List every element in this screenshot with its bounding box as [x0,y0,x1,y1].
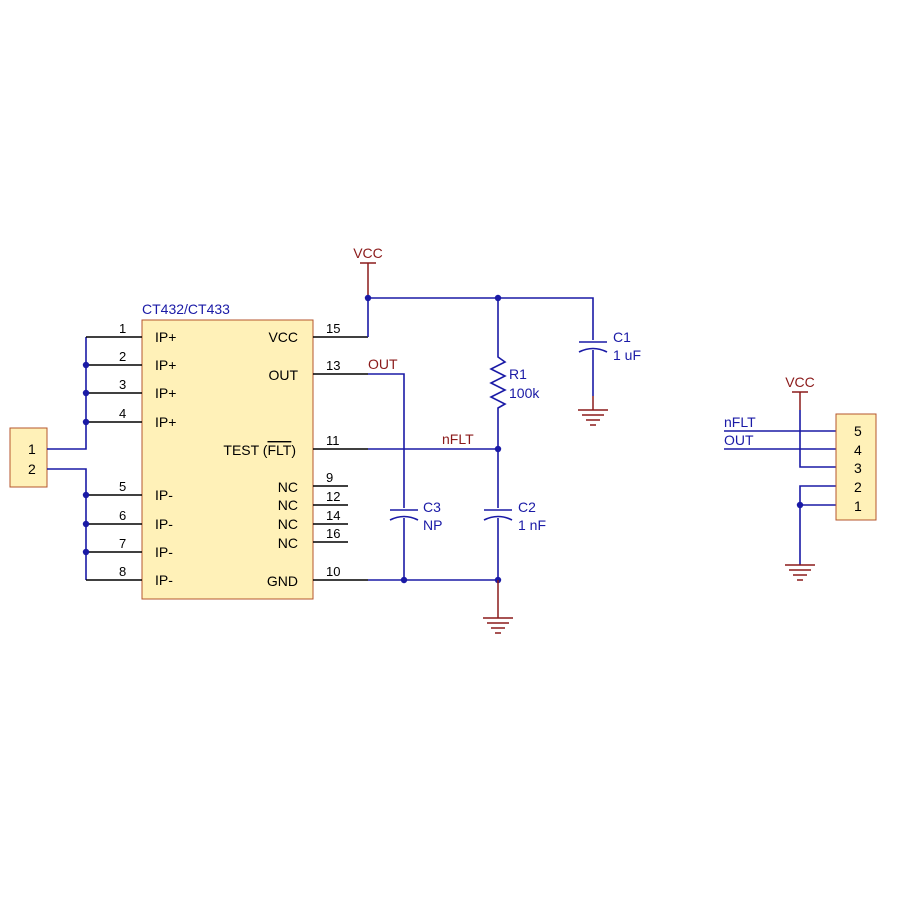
pin-number: 9 [326,470,333,485]
junction-dot [82,491,90,499]
r1-value: 100k [509,385,540,401]
c2-ref: C2 [518,499,536,515]
input-connector-pin-2: 2 [28,461,36,477]
pin-name: IP- [155,572,173,588]
pin-name: OUT [268,367,298,383]
ic-title: CT432/CT433 [142,301,230,317]
ip-minus-bus-wire [47,468,87,580]
pin-number: 2 [119,349,126,364]
ip-plus-bus-wire [47,337,87,450]
input-connector-body [9,427,48,488]
junction-dot [796,501,804,509]
header-gnd-wire [799,485,836,565]
input-connector: 1 2 [9,427,48,488]
pin-name: NC [278,535,298,551]
pin-number: 4 [119,406,126,421]
header-pin-5: 5 [854,423,862,439]
junction-dot [82,548,90,556]
junction-dot [82,361,90,369]
pin-number: 11 [326,433,340,448]
resistor-r1: R1 100k [489,352,540,449]
pin-name: NC [278,497,298,513]
pin-number: 16 [326,526,340,541]
c3-ref: C3 [423,499,441,515]
r1-ref: R1 [509,366,527,382]
pin-number: 12 [326,489,340,504]
junction-dot [82,520,90,528]
junction-dot [82,418,90,426]
pin-number: 7 [119,536,126,551]
pin-number: 14 [326,508,340,523]
pin-name: VCC [268,329,298,345]
header-pin-3: 3 [854,460,862,476]
header-pin-4: 4 [854,442,862,458]
ground-symbol-c1 [578,396,608,426]
vcc-wire [367,297,594,340]
c1-value: 1 uF [613,347,641,363]
pin-name: IP- [155,487,173,503]
header-pin-2: 2 [854,479,862,495]
junction-dot [494,294,502,302]
pin-name: NC [278,479,298,495]
ic-body [141,319,314,600]
capacitor-c2: C2 1 nF [483,449,546,580]
pin-name: GND [267,573,298,589]
input-connector-pin-1: 1 [28,441,36,457]
pin-name: IP+ [155,414,176,430]
pin-name: NC [278,516,298,532]
header-nflt-label: nFLT [724,414,756,430]
output-header-connector: 5 4 3 2 1 [835,413,877,521]
ic-left-pins: 1 2 3 4 5 6 7 8 IP+ IP+ IP+ IP+ IP- IP- … [82,321,176,588]
pin-name: IP+ [155,357,176,373]
ic-right-pins: 15 13 11 9 12 14 16 10 VCC OUT TEST (FLT… [223,321,368,589]
capacitor-c1: C1 1 uF [578,329,641,396]
pin-number: 15 [326,321,340,336]
pin-name: IP+ [155,329,176,345]
vcc-label: VCC [353,245,383,261]
pin-number: 3 [119,377,126,392]
pin-name: IP- [155,544,173,560]
capacitor-c3: C3 NP [389,499,442,580]
flt-overbar-text: FLT [267,442,291,458]
pin-number: 10 [326,564,340,579]
c2-value: 1 nF [518,517,546,533]
out-wire [368,373,405,508]
out-net-label: OUT [368,356,398,372]
pin-name: IP+ [155,385,176,401]
pin-number: 8 [119,564,126,579]
ground-symbol-main [483,580,513,634]
junction-dot [364,294,372,302]
output-header-body [835,413,877,521]
c3-value: NP [423,517,442,533]
header-vcc-wire [799,410,836,468]
pin-name-test-flt: TEST (FLT) [223,442,296,458]
junction-dot [400,576,408,584]
pin-number: 5 [119,479,126,494]
header-vcc-label: VCC [785,374,815,390]
header-out-label: OUT [724,432,754,448]
c1-ref: C1 [613,329,631,345]
junction-dot [82,389,90,397]
nflt-net-label: nFLT [442,431,474,447]
pin-name: IP- [155,516,173,532]
header-pin-1: 1 [854,498,862,514]
ground-symbol-header [785,564,815,581]
pin-number: 6 [119,508,126,523]
pin-number: 13 [326,358,340,373]
pin-number: 1 [119,321,126,336]
